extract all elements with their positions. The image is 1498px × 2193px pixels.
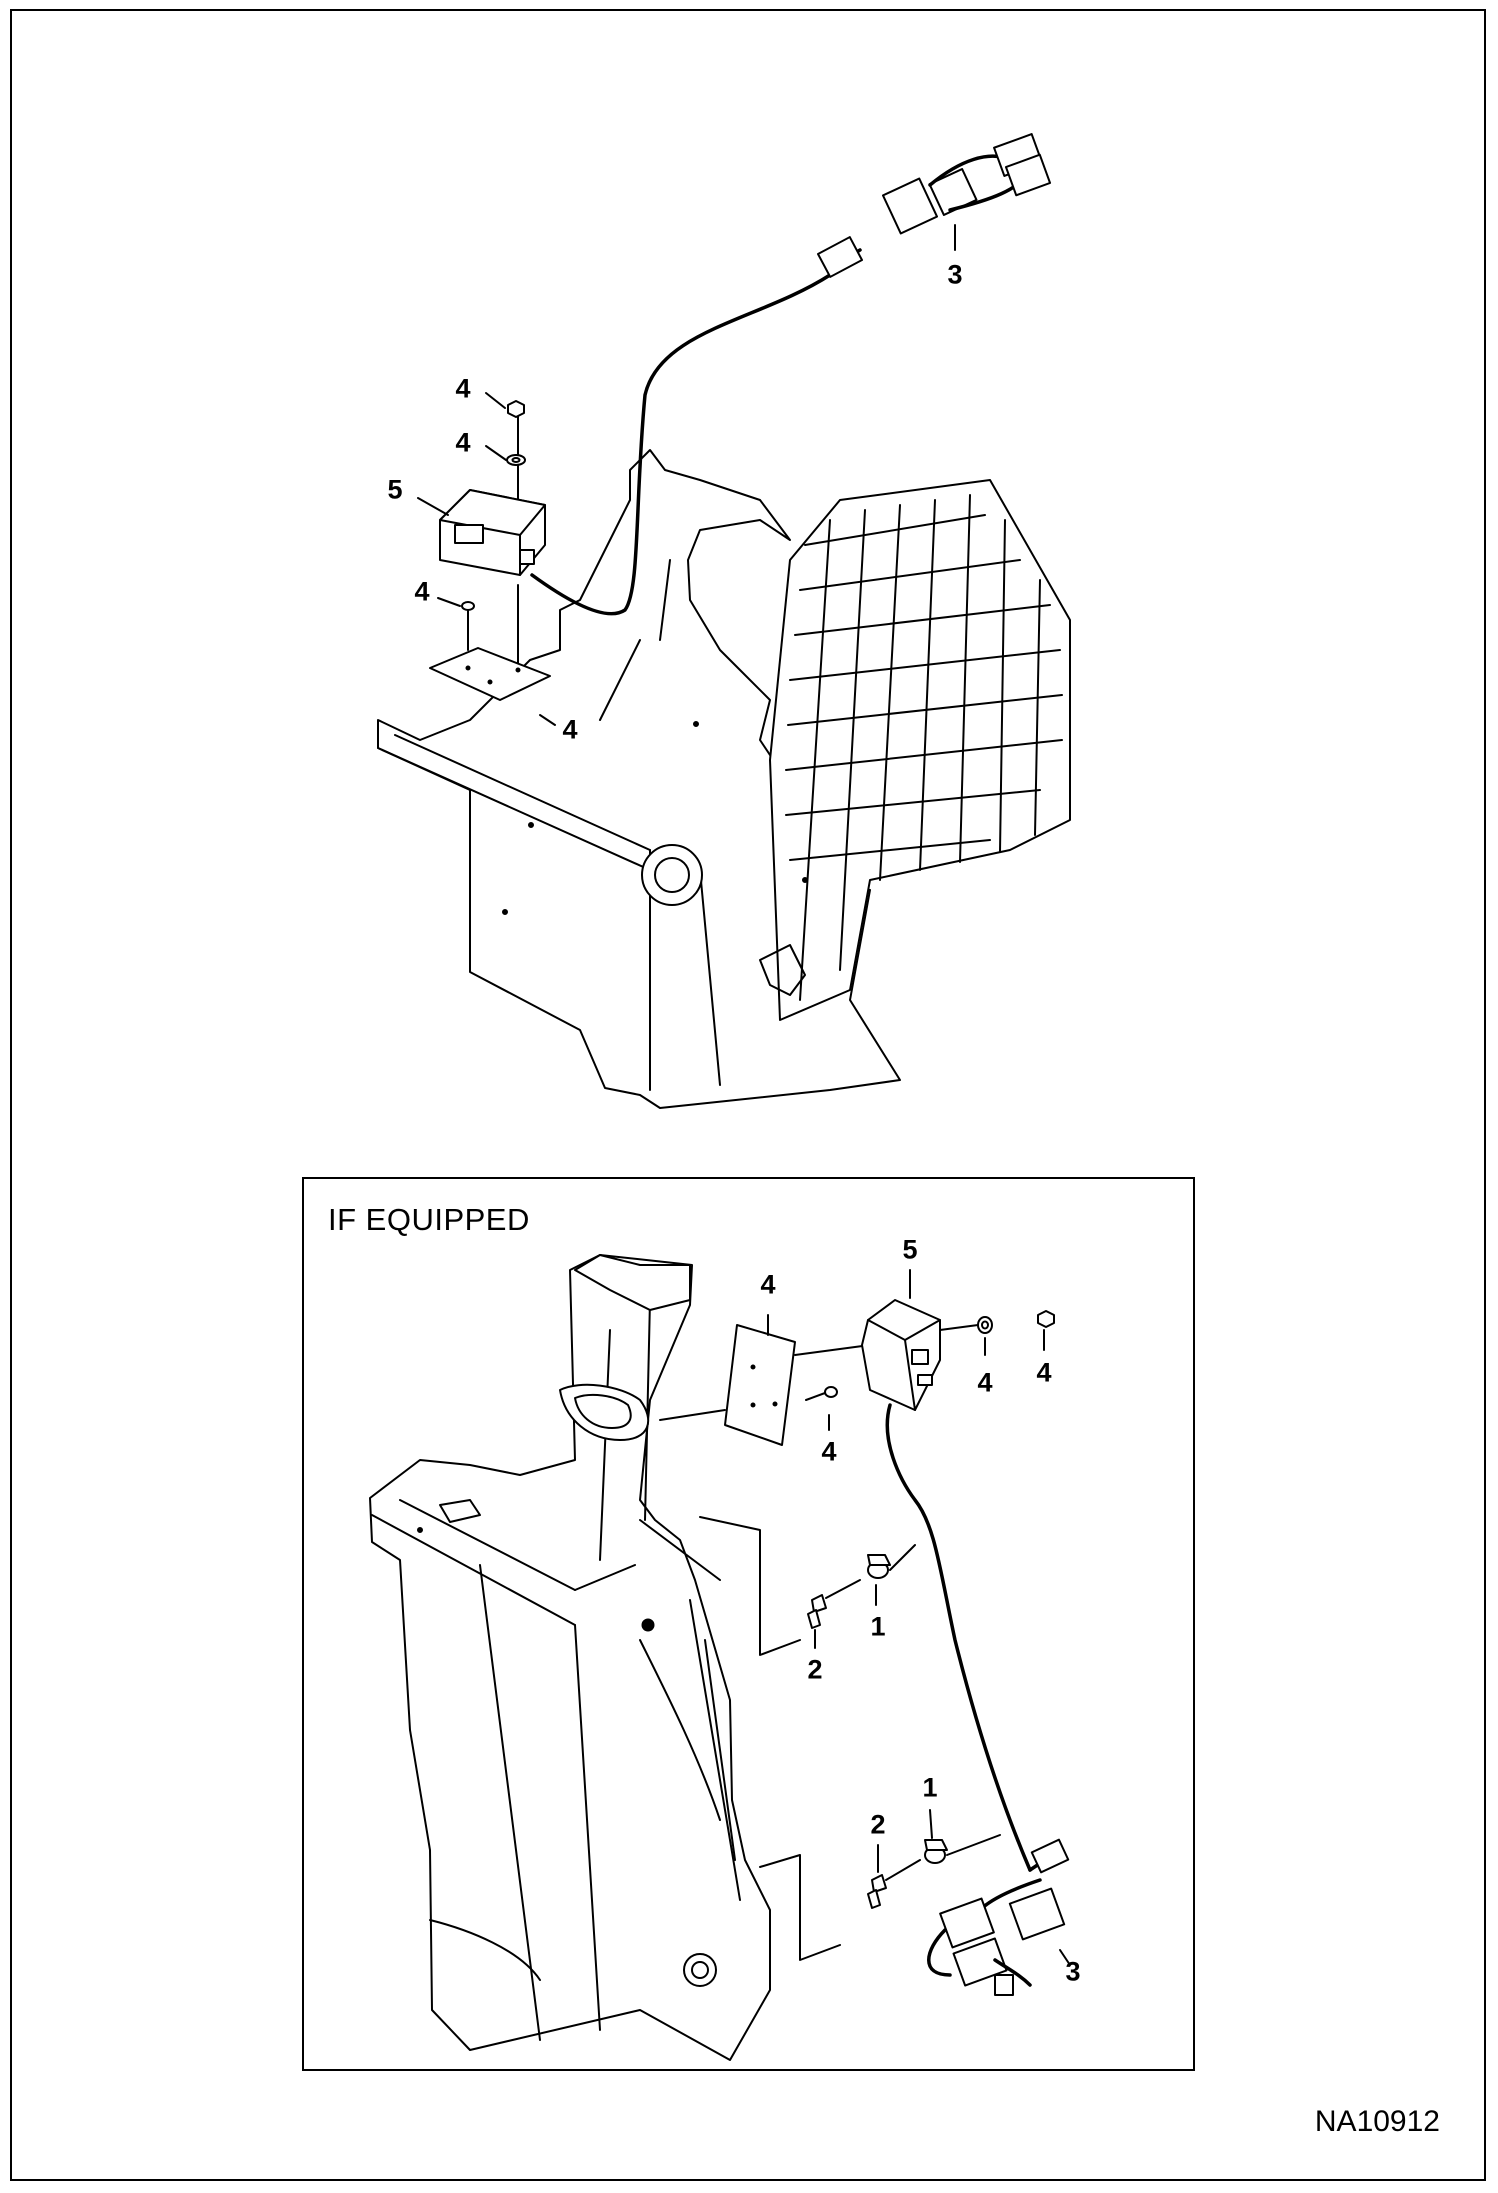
inset-title: IF EQUIPPED [328,1202,530,1237]
inset-box [302,1177,1195,2071]
top-module-assembly [417,392,556,726]
callout-inset-nut: 4 [1036,1357,1052,1388]
callout-inset-clip-lower: 1 [922,1772,938,1803]
drawing-id: NA10912 [1314,2105,1440,2138]
inset-side-pillar [369,1254,841,2061]
inset-mounting-plate [659,1314,871,1446]
top-wire-harness [530,133,1052,616]
callout-top-module: 5 [387,474,403,505]
callout-inset-washer: 4 [977,1367,993,1398]
callout-inset-harness: 3 [1065,1956,1081,1987]
drawing-border [10,9,1486,2181]
inset-module [861,1269,1055,1411]
callout-top-plate: 4 [562,714,578,745]
callout-inset-plate: 4 [760,1269,776,1300]
callout-inset-screw: 4 [821,1436,837,1467]
callout-top-screw: 4 [414,576,430,607]
inset-wire-harness [807,1403,1071,1996]
callout-top-nut: 4 [455,373,471,404]
callout-inset-clip-upper: 1 [870,1611,886,1642]
callout-top-harness: 3 [947,259,963,290]
callout-inset-fastener-upper: 2 [807,1654,823,1685]
callout-inset-fastener-lower: 2 [870,1809,886,1840]
loader-side-panel [377,449,1071,1109]
callout-inset-module: 5 [902,1234,918,1265]
callout-top-washer: 4 [455,427,471,458]
